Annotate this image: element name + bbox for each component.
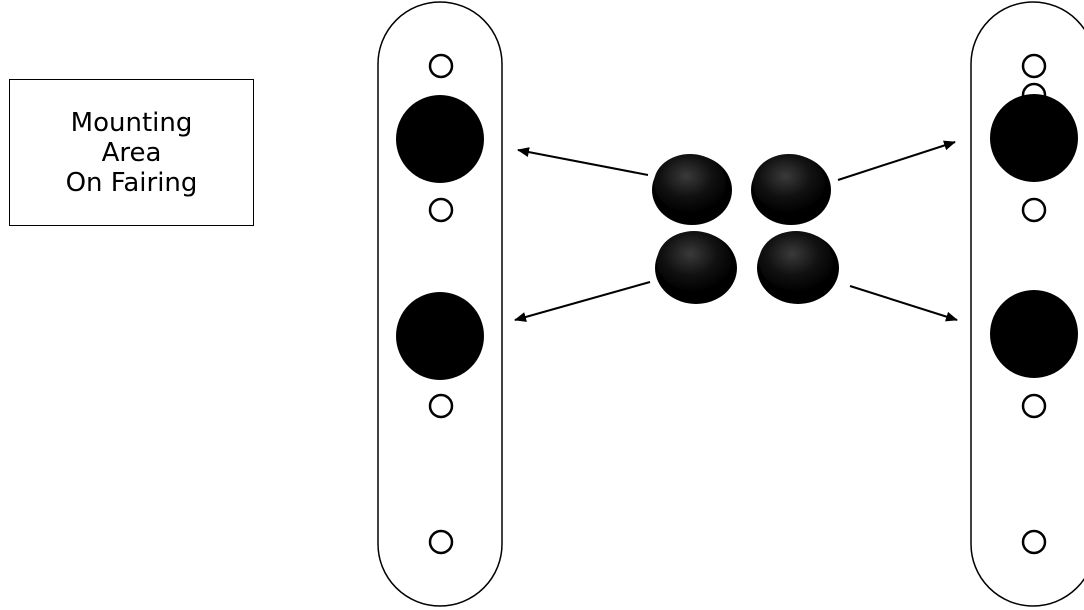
left-large-hole-2 [396, 292, 484, 380]
right-small-hole-4 [1021, 529, 1047, 555]
left-small-hole-1 [428, 53, 454, 79]
arrow-to-left-top-hole [517, 147, 649, 176]
arrow-to-right-top-hole [837, 140, 956, 181]
arrow-group [514, 140, 958, 322]
arrow-to-left-bottom-hole [514, 281, 651, 322]
grommet-group [652, 154, 839, 304]
right-small-hole-top [1021, 53, 1047, 79]
right-mounting-strip [970, 1, 1084, 607]
right-large-hole-1 [990, 94, 1078, 182]
grommet-top-right [751, 154, 831, 225]
right-small-hole-3 [1021, 393, 1047, 419]
right-small-hole-2 [1021, 197, 1047, 223]
left-mounting-strip [377, 1, 503, 607]
left-large-hole-1 [396, 95, 484, 183]
grommet-bottom-right [757, 231, 839, 304]
right-large-hole-2 [990, 290, 1078, 378]
mounting-area-label: Mounting Area On Fairing [65, 107, 198, 198]
grommet-top-left [652, 154, 732, 225]
grommet-bottom-left [655, 231, 737, 304]
left-small-hole-3 [428, 393, 454, 419]
left-small-hole-4 [428, 529, 454, 555]
mounting-area-label-box: Mounting Area On Fairing [9, 79, 254, 226]
left-small-hole-2 [428, 197, 454, 223]
arrow-to-right-bottom-hole [849, 285, 958, 322]
